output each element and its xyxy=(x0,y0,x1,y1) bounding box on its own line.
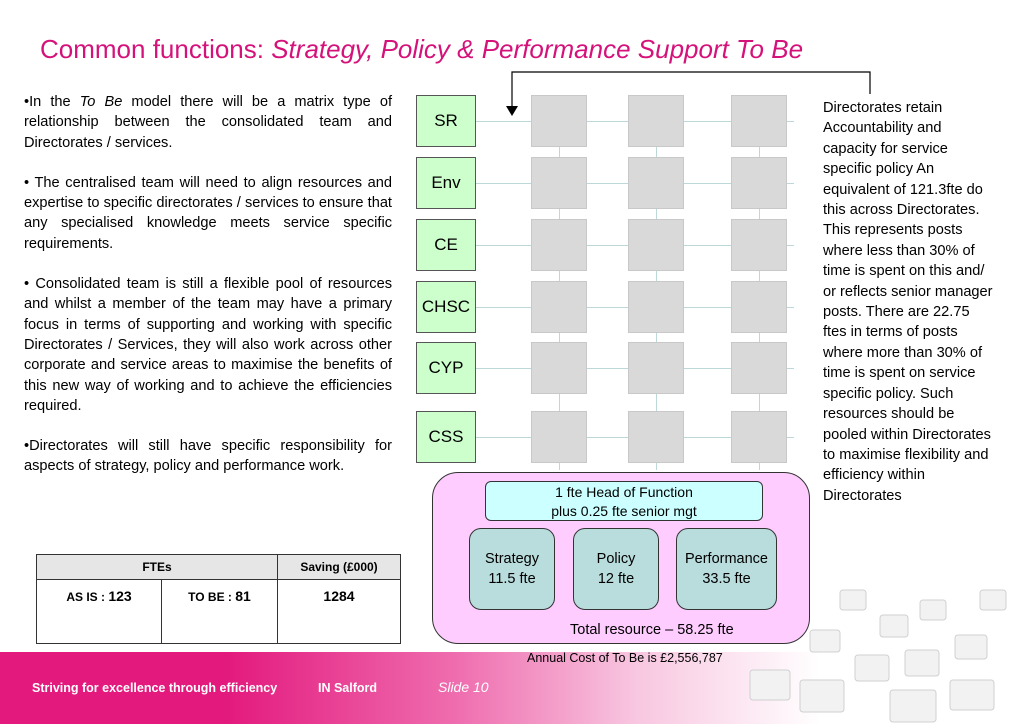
matrix-cell xyxy=(731,342,787,394)
as-is-value: 123 xyxy=(108,588,132,604)
bullet-list: •In the To Be model there will be a matr… xyxy=(24,92,392,497)
matrix-cell xyxy=(628,157,684,209)
as-is-cell: AS IS : 123 xyxy=(36,579,162,644)
unit-strategy: Strategy 11.5 fte xyxy=(469,528,555,610)
table-header-row: FTEs Saving (£000) xyxy=(36,554,401,580)
unit-fte: 33.5 fte xyxy=(702,571,751,587)
to-be-value: 81 xyxy=(235,588,251,604)
unit-policy: Policy 12 fte xyxy=(573,528,659,610)
bullet-2: • The centralised team will need to alig… xyxy=(24,174,392,252)
matrix-cell xyxy=(531,95,587,147)
title-italic: Strategy, Policy & Performance Support T… xyxy=(271,34,804,64)
header-saving: Saving (£000) xyxy=(277,554,401,580)
footer-banner xyxy=(0,652,1024,724)
head-of-function-box: 1 fte Head of Function plus 0.25 fte sen… xyxy=(485,481,763,521)
matrix-cell xyxy=(731,281,787,333)
directorate-sr: SR xyxy=(416,95,476,147)
total-resource: Total resource – 58.25 fte xyxy=(570,622,734,638)
matrix-cell xyxy=(531,157,587,209)
bullet-3: • Consolidated team is still a flexible … xyxy=(24,276,392,414)
head-line-2: plus 0.25 fte senior mgt xyxy=(551,503,697,519)
bullet-1: •In the To Be model there will be a matr… xyxy=(24,92,392,153)
bullet-1-emphasis: To Be xyxy=(79,94,123,110)
fte-table: FTEs Saving (£000) AS IS : 123 TO BE : 8… xyxy=(36,554,401,644)
to-be-label: TO BE : xyxy=(188,590,236,604)
matrix-cell xyxy=(628,342,684,394)
page-title: Common functions: Strategy, Policy & Per… xyxy=(40,34,803,65)
slide-number: Slide 10 xyxy=(438,679,489,695)
directorates-note: Directorates retain Accountability and c… xyxy=(823,100,993,504)
matrix-cell xyxy=(731,157,787,209)
puzzle-pieces-image xyxy=(749,589,1007,723)
unit-name: Policy xyxy=(596,551,636,567)
saving-value: 1284 xyxy=(277,579,401,644)
directorate-env: Env xyxy=(416,157,476,209)
footer-org: IN Salford xyxy=(318,681,378,695)
matrix-cell xyxy=(531,281,587,333)
unit-name: Strategy xyxy=(485,551,539,567)
matrix-cell xyxy=(731,219,787,271)
to-be-cell: TO BE : 81 xyxy=(161,579,278,644)
directorate-ce: CE xyxy=(416,219,476,271)
footer-tagline: Striving for excellence through efficien… xyxy=(32,681,278,695)
matrix-cell xyxy=(731,411,787,463)
unit-name: Performance xyxy=(684,551,768,567)
header-ftes: FTEs xyxy=(36,554,278,580)
matrix-cell xyxy=(531,342,587,394)
unit-fte: 12 fte xyxy=(597,571,635,587)
as-is-label: AS IS : xyxy=(66,590,109,604)
bullet-4: •Directorates will still have specific r… xyxy=(24,438,392,475)
bullet-1-pre: •In the xyxy=(24,94,80,110)
head-line-1: 1 fte Head of Function xyxy=(555,484,693,500)
unit-fte: 11.5 fte xyxy=(488,571,536,587)
matrix-cell xyxy=(628,95,684,147)
directorate-chsc: CHSC xyxy=(416,281,476,333)
matrix-cell xyxy=(531,219,587,271)
matrix-cell xyxy=(531,411,587,463)
directorate-cyp: CYP xyxy=(416,342,476,394)
matrix-cell xyxy=(628,281,684,333)
table-row: AS IS : 123 TO BE : 81 1284 xyxy=(36,579,401,644)
annual-cost: Annual Cost of To Be is £2,556,787 xyxy=(527,651,723,665)
title-main: Common functions: xyxy=(40,34,272,64)
unit-performance: Performance 33.5 fte xyxy=(676,528,777,610)
directorate-css: CSS xyxy=(416,411,476,463)
matrix-cell xyxy=(731,95,787,147)
connector-arrow xyxy=(506,71,871,116)
matrix-cell xyxy=(628,411,684,463)
matrix-cell xyxy=(628,219,684,271)
bullet-1-post: model there will be a matrix type of rel… xyxy=(24,94,393,151)
